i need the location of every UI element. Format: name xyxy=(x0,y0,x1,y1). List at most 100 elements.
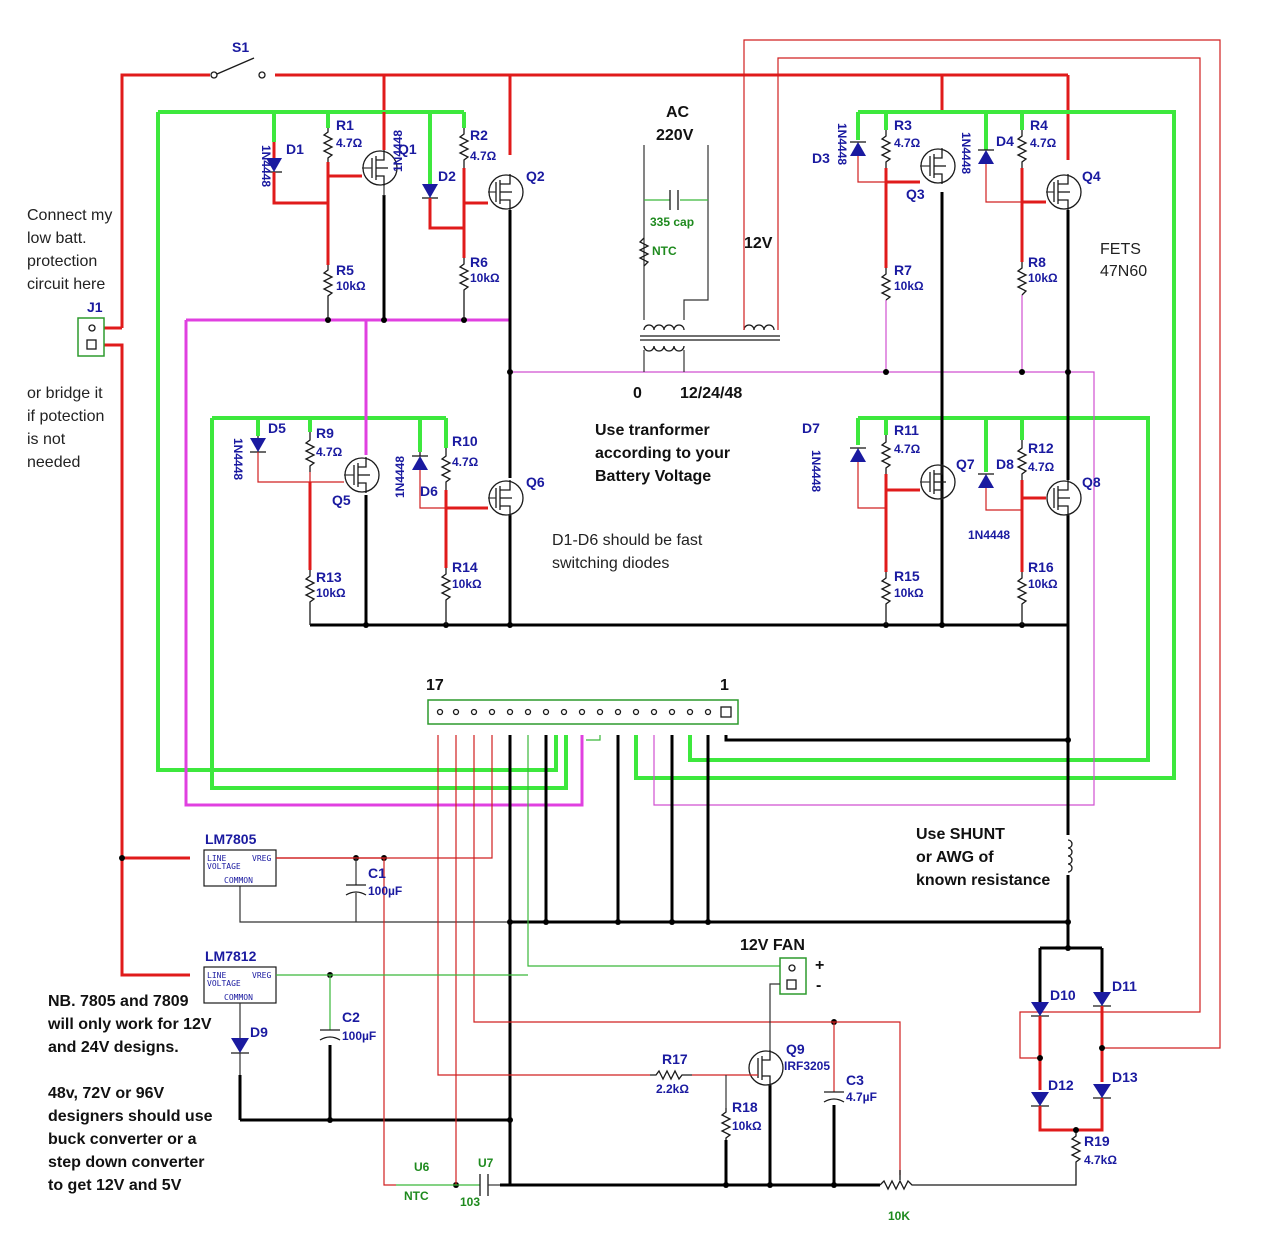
note-regulator-3: and 24V designs. xyxy=(48,1039,179,1056)
q8-label: Q8 xyxy=(1082,474,1101,490)
fan-driver: 12V FAN + - R17 2.2kΩ Q9 IRF3205 R18 10k… xyxy=(650,937,877,1140)
header-pin-1: 1 xyxy=(720,677,729,694)
secondary-voltage: 12V xyxy=(744,235,773,252)
r7-label: R7 xyxy=(894,262,912,278)
d2-part: 1N4448 xyxy=(391,130,405,172)
d12-label: D12 xyxy=(1048,1077,1074,1093)
r9-value: 4.7Ω xyxy=(316,445,343,459)
r1-label: R1 xyxy=(336,117,354,133)
bridge-bottom-right: D7 1N4448 R11 4.7Ω Q7 R15 10kΩ D8 1N4448… xyxy=(802,420,1101,625)
lm7812-out: VREG xyxy=(252,971,271,980)
u7-part: 103 xyxy=(460,1195,480,1209)
r8-value: 10kΩ xyxy=(1028,271,1058,285)
lm7812-label: LM7812 xyxy=(205,948,257,964)
q2-label: Q2 xyxy=(526,168,545,184)
r12-label: R12 xyxy=(1028,440,1054,456)
fan-plus: + xyxy=(815,957,824,974)
r13-label: R13 xyxy=(316,569,342,585)
note-transformer-2: according to your xyxy=(595,445,730,462)
d5-label: D5 xyxy=(268,420,286,436)
c2-value: 100µF xyxy=(342,1029,376,1043)
header-pin-17: 17 xyxy=(426,677,444,694)
r14-value: 10kΩ xyxy=(452,577,482,591)
note-protection-4: circuit here xyxy=(27,276,105,293)
d3-part: 1N4448 xyxy=(835,123,849,165)
regulator-lm7812: LINE VOLTAGE VREG COMMON LM7812 C2 100µF… xyxy=(203,948,528,1075)
rectifier-bridge: D10 D11 D12 D13 xyxy=(1031,839,1138,1133)
d7-label: D7 xyxy=(802,420,820,436)
note-protection-3: protection xyxy=(27,253,97,270)
bridge-bottom-left: D5 1N4448 R9 4.7Ω Q5 R13 10kΩ 1N4448 D6 … xyxy=(231,420,545,625)
r4-label: R4 xyxy=(1030,117,1048,133)
ac-title: AC xyxy=(666,104,690,121)
supply-rail-wires xyxy=(101,73,1070,977)
q9-part: IRF3205 xyxy=(784,1059,830,1073)
primary-taps: 12/24/48 xyxy=(680,385,742,402)
note-fets-1: FETS xyxy=(1100,241,1141,258)
d13-label: D13 xyxy=(1112,1069,1138,1085)
q6-label: Q6 xyxy=(526,474,545,490)
bridge-top-left: D1 1N4448 R1 4.7Ω Q1 R5 10kΩ D2 1N4448 R… xyxy=(259,112,545,320)
d11-label: D11 xyxy=(1112,978,1137,994)
r10-label: R10 xyxy=(452,433,478,449)
note-transformer-1: Use tranformer xyxy=(595,422,710,439)
r6-value: 10kΩ xyxy=(470,271,500,285)
ntc-label: NTC xyxy=(652,244,677,258)
r6-label: R6 xyxy=(470,254,488,270)
note-protection-1: Connect my xyxy=(27,207,112,224)
ac-voltage: 220V xyxy=(656,127,694,144)
d5-part: 1N4448 xyxy=(231,438,245,480)
ground-wires-black xyxy=(238,192,1104,1187)
r18-value: 10kΩ xyxy=(732,1119,762,1133)
lm7812-common: COMMON xyxy=(224,993,253,1002)
sense-network: U6 NTC U7 103 10K R19 4.7kΩ xyxy=(396,1130,1117,1223)
q9-label: Q9 xyxy=(786,1041,805,1057)
lm7805-out: VREG xyxy=(252,854,271,863)
r14-label: R14 xyxy=(452,559,478,575)
note-regulator-2: will only work for 12V xyxy=(47,1016,212,1033)
note-highv-1: 48v, 72V or 96V xyxy=(48,1085,165,1102)
primary-zero: 0 xyxy=(633,385,642,402)
u7-label: U7 xyxy=(478,1156,494,1170)
r17-label: R17 xyxy=(662,1051,688,1067)
s1-label: S1 xyxy=(232,39,249,55)
r7-value: 10kΩ xyxy=(894,279,924,293)
r19-label: R19 xyxy=(1084,1133,1110,1149)
fan-label: 12V FAN xyxy=(740,937,805,954)
r2-value: 4.7Ω xyxy=(470,149,497,163)
transformer: AC 220V 335 cap NTC 12V 0 12/24/48 xyxy=(633,39,1221,1059)
note-shunt-2: or AWG of xyxy=(916,849,994,866)
lm7805-common: COMMON xyxy=(224,876,253,885)
c3-value: 4.7µF xyxy=(846,1090,877,1104)
note-shunt-3: known resistance xyxy=(916,872,1050,889)
r2-label: R2 xyxy=(470,127,488,143)
u6-label: U6 xyxy=(414,1160,430,1174)
d6-part: 1N4448 xyxy=(393,456,407,498)
d1-label: D1 xyxy=(286,141,304,157)
d1-part: 1N4448 xyxy=(259,145,273,187)
d2-label: D2 xyxy=(438,168,456,184)
note-highv-5: to get 12V and 5V xyxy=(48,1177,182,1194)
r4-value: 4.7Ω xyxy=(1030,136,1057,150)
note-highv-2: designers should use xyxy=(48,1108,213,1125)
c1-label: C1 xyxy=(368,865,386,881)
r10-value: 4.7Ω xyxy=(452,455,479,469)
d4-part: 1N4448 xyxy=(959,132,973,174)
notes: Connect my low batt. protection circuit … xyxy=(27,207,1147,1194)
lm7805-in-2: VOLTAGE xyxy=(207,862,241,871)
bridge-top-right: 1N4448 D3 R3 4.7Ω Q3 R7 10kΩ 1N4448 D4 R… xyxy=(812,117,1101,301)
lm7812-in-2: VOLTAGE xyxy=(207,979,241,988)
r11-label: R11 xyxy=(894,422,919,438)
connector-j1[interactable]: J1 xyxy=(77,299,105,357)
note-highv-4: step down converter xyxy=(48,1154,204,1171)
midpoint-wires-magenta xyxy=(184,295,1095,807)
lm7805-label: LM7805 xyxy=(205,831,257,847)
r3-value: 4.7Ω xyxy=(894,136,921,150)
r17-value: 2.2kΩ xyxy=(656,1082,689,1096)
c1-value: 100µF xyxy=(368,884,402,898)
c2-label: C2 xyxy=(342,1009,360,1025)
r16-value: 10kΩ xyxy=(1028,577,1058,591)
r16-label: R16 xyxy=(1028,559,1054,575)
note-regulator-1: NB. 7805 and 7809 xyxy=(48,993,189,1010)
